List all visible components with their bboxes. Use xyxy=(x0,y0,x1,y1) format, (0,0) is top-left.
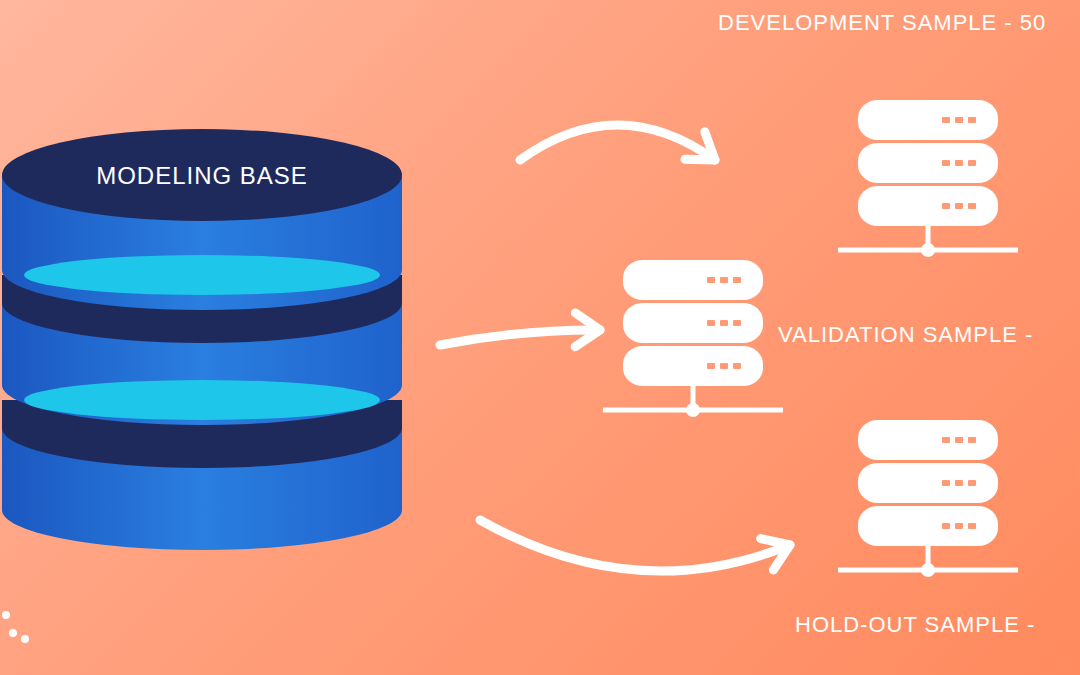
disk xyxy=(858,143,998,183)
sample-label: HOLD-OUT SAMPLE - xyxy=(795,612,1035,638)
disk-dot xyxy=(968,523,976,529)
stand-joint xyxy=(921,563,935,577)
disk-dot xyxy=(955,203,963,209)
disk-dot xyxy=(942,480,950,486)
database-node: HOLD-OUT SAMPLE - xyxy=(790,410,1075,655)
stand-post xyxy=(926,226,931,245)
database-icon xyxy=(838,415,1018,585)
arrow-head xyxy=(685,132,715,160)
cylinder-rim xyxy=(24,255,380,295)
curved-arrow xyxy=(480,520,790,571)
database-icon xyxy=(838,95,1018,265)
disk-dot xyxy=(942,437,950,443)
disk-dot xyxy=(942,160,950,166)
disk-dot xyxy=(955,160,963,166)
arrow-shaft xyxy=(480,520,790,571)
stand-post xyxy=(691,386,696,405)
disk-dot xyxy=(968,437,976,443)
sample-label: DEVELOPMENT SAMPLE - 50 xyxy=(718,10,1046,36)
disk-dot xyxy=(955,523,963,529)
arrow-head xyxy=(761,539,790,570)
disk-dot xyxy=(968,160,976,166)
disk xyxy=(623,303,763,343)
disk-dot xyxy=(720,277,728,283)
disk-dot xyxy=(942,203,950,209)
logo-dot xyxy=(9,629,17,637)
disk-dot xyxy=(733,363,741,369)
disk-dot xyxy=(968,203,976,209)
curved-arrow xyxy=(520,125,715,160)
database-node: VALIDATION SAMPLE - xyxy=(600,250,1075,425)
cylinder-rim xyxy=(24,380,380,420)
logo-dot xyxy=(2,611,10,619)
logo-dot xyxy=(21,635,29,643)
database-icon xyxy=(603,255,783,425)
disk xyxy=(858,506,998,546)
disk xyxy=(623,260,763,300)
disk xyxy=(858,100,998,140)
database-node: DEVELOPMENT SAMPLE - 50 xyxy=(715,10,1075,265)
disk-dot xyxy=(733,277,741,283)
disk-dot xyxy=(955,437,963,443)
disk-dot xyxy=(942,117,950,123)
disk xyxy=(858,420,998,460)
disk-dot xyxy=(707,320,715,326)
disk-dot xyxy=(968,480,976,486)
disk-dot xyxy=(955,117,963,123)
arrow-head xyxy=(575,313,600,347)
disk xyxy=(858,463,998,503)
disk-dot xyxy=(720,363,728,369)
cylinder-node: MODELING BASE xyxy=(0,110,440,570)
disk-dot xyxy=(720,320,728,326)
stand-post xyxy=(926,546,931,565)
disk-dot xyxy=(707,277,715,283)
disk xyxy=(623,346,763,386)
sample-label: VALIDATION SAMPLE - xyxy=(778,322,1033,348)
disk-dot xyxy=(707,363,715,369)
disk-dot xyxy=(968,117,976,123)
stand-joint xyxy=(921,243,935,257)
disk xyxy=(858,186,998,226)
stand-joint xyxy=(686,403,700,417)
disk-dot xyxy=(942,523,950,529)
base-title: MODELING BASE xyxy=(0,162,404,191)
arrow-shaft xyxy=(520,125,715,160)
disk-dot xyxy=(733,320,741,326)
curved-arrow xyxy=(440,313,600,347)
disk-dot xyxy=(955,480,963,486)
